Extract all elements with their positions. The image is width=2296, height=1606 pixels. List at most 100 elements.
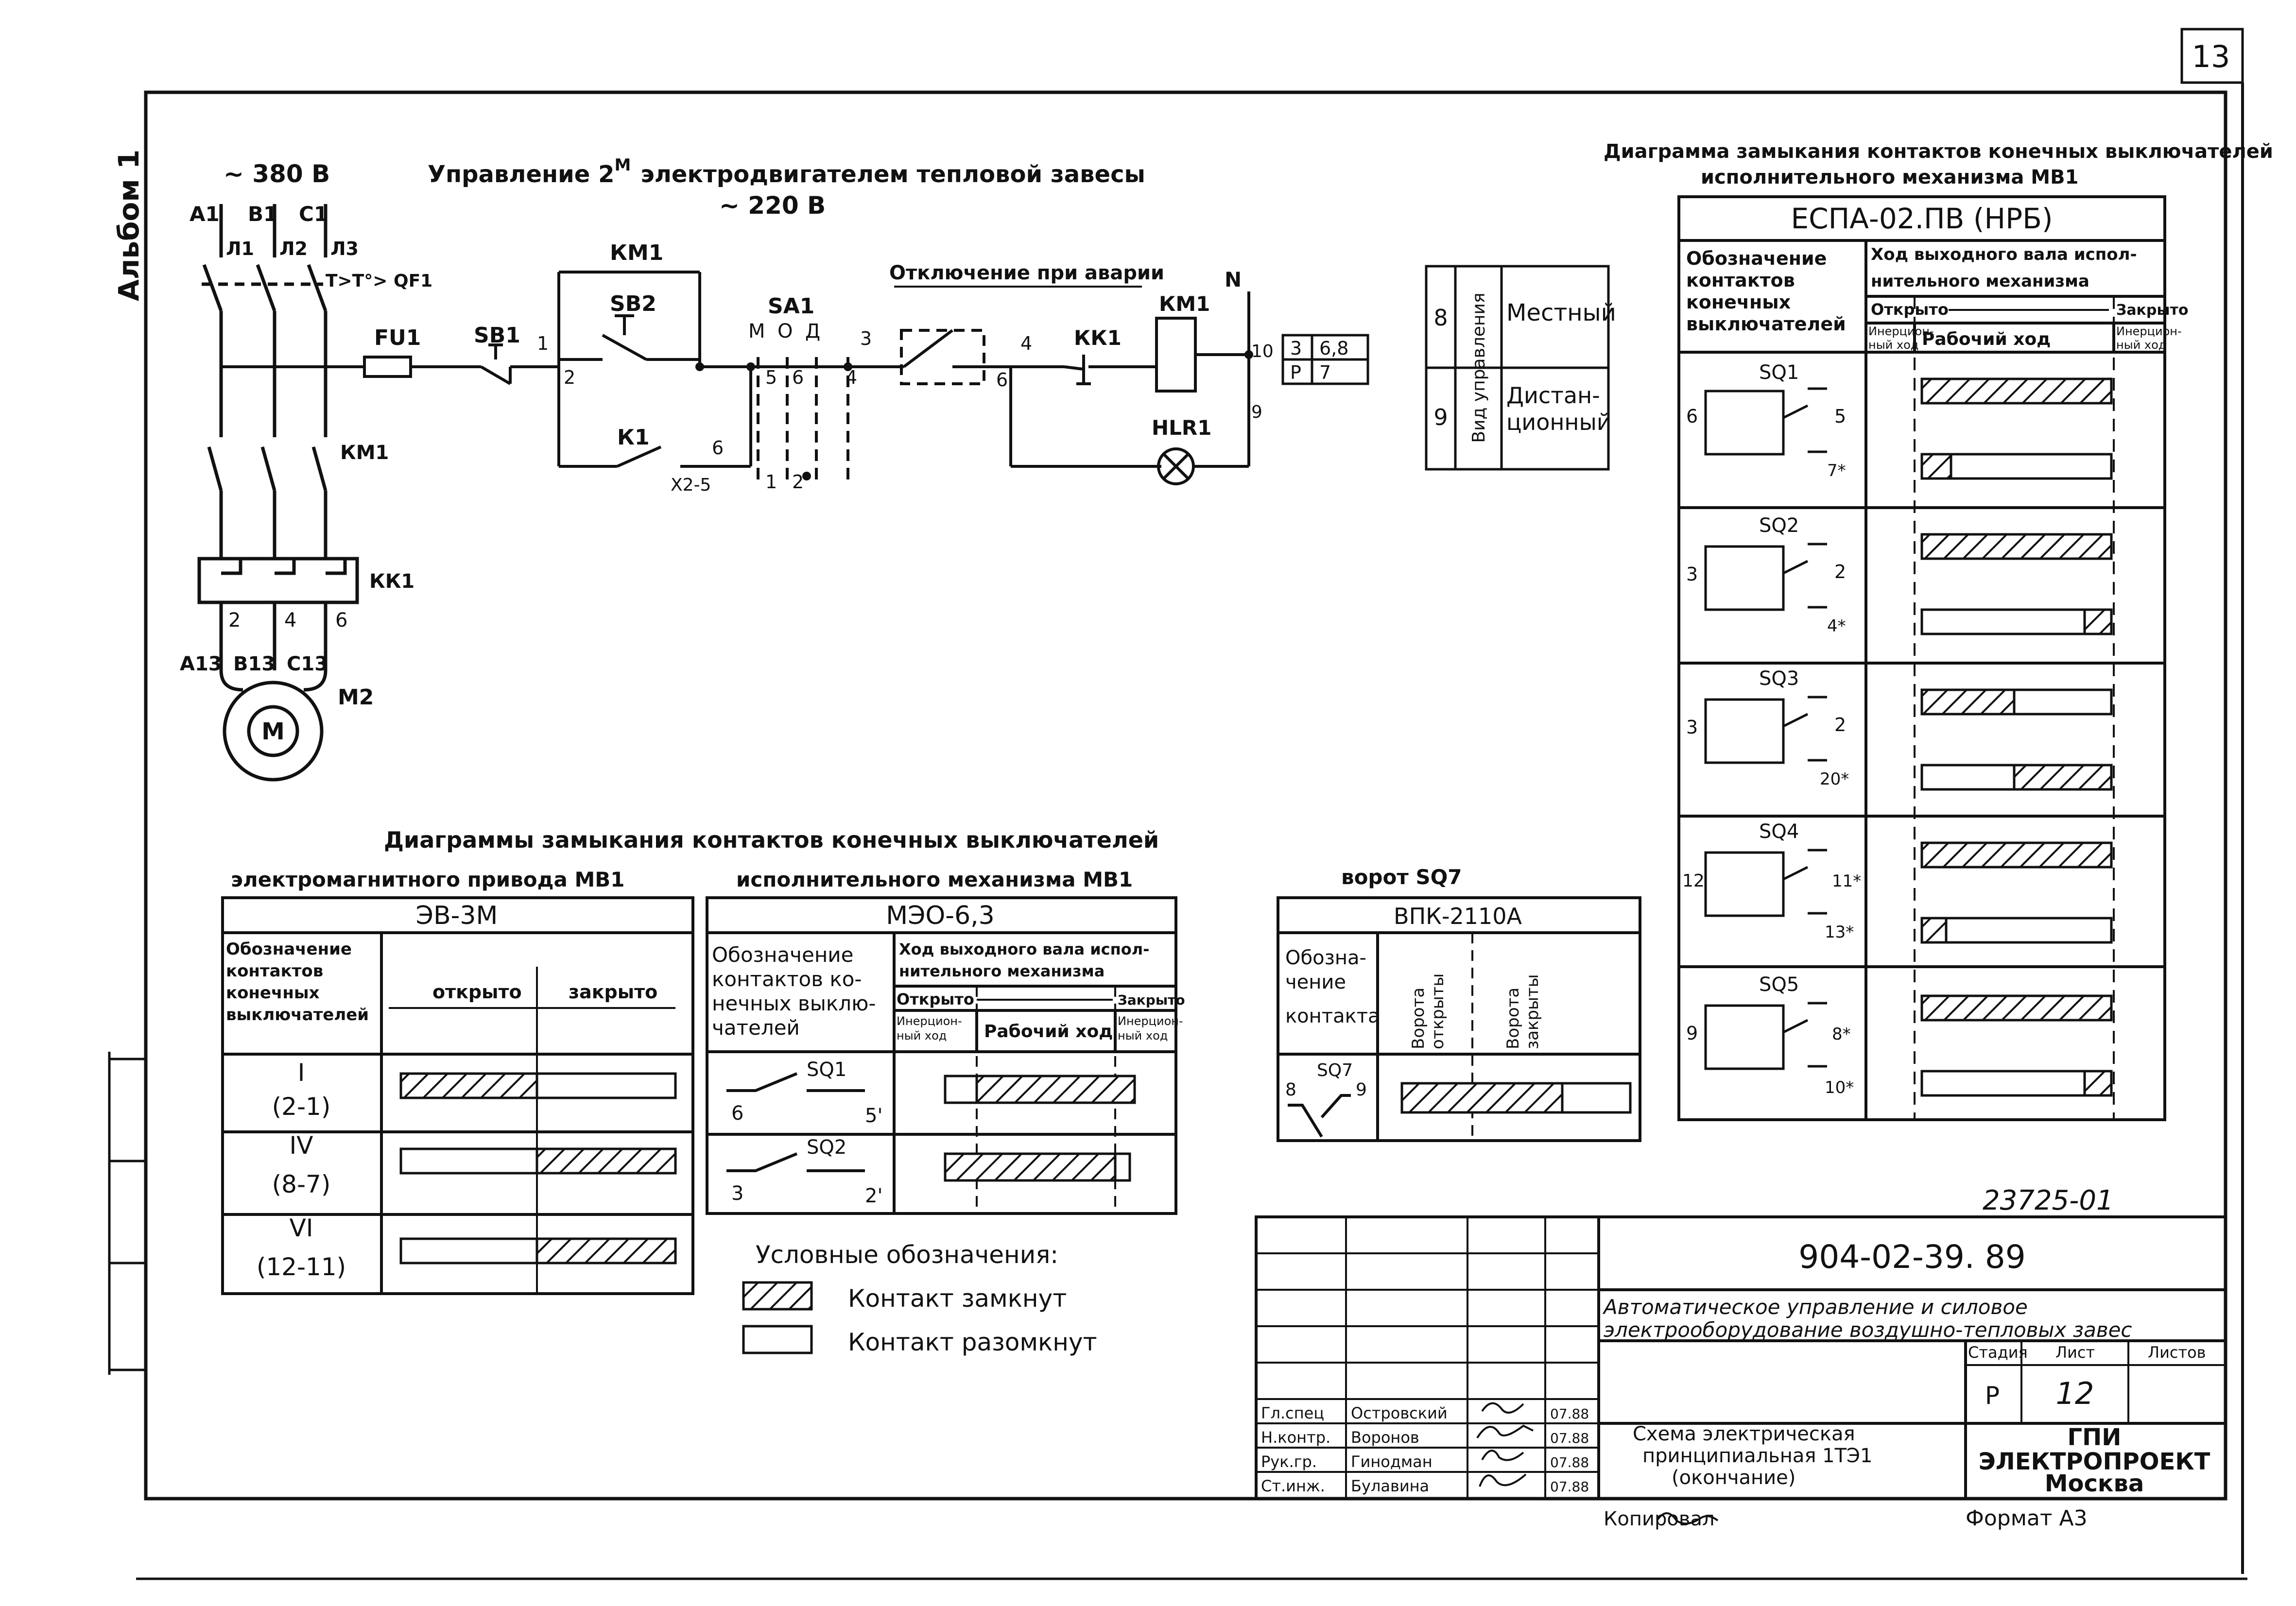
sub-ev: электромагнитного привода МВ1 xyxy=(231,868,624,891)
sub-meo: исполнительного механизма МВ1 xyxy=(736,868,1133,891)
espa-bar-sq2-2 xyxy=(1920,533,2113,560)
espa-bar-sq4-13 xyxy=(1920,917,2113,944)
lead-c13: С13 xyxy=(287,653,328,675)
name-1: Воронов xyxy=(1351,1428,1419,1447)
sheet-header: Лист xyxy=(2055,1343,2095,1362)
role-0: Гл.спец xyxy=(1261,1404,1324,1422)
meo-inertia-right: Инерцион-ный ход xyxy=(1118,1014,1183,1042)
meo-inertia-left: Инерцион-ный ход xyxy=(897,1014,962,1042)
signatures xyxy=(1476,1402,1719,1525)
sa1-term-4: 4 xyxy=(846,367,857,388)
espa-inertia-left: Инерцион-ный ход xyxy=(1868,325,1934,352)
sa1-bottom-2: 2 xyxy=(792,471,804,493)
node-10: 10 xyxy=(1251,342,1274,361)
ev-bar-row2-fill xyxy=(535,1147,677,1175)
vpk-right: 9 xyxy=(1356,1080,1367,1100)
voltage-220: ~ 220 В xyxy=(719,191,826,220)
kk-term-6: 6 xyxy=(335,609,347,632)
espa-sq3-c: 20* xyxy=(1820,769,1849,789)
espa-sq2: SQ2 xyxy=(1759,514,1799,537)
sheet-value: 12 xyxy=(2056,1376,2094,1411)
terminal-x2: Х2-5 xyxy=(671,475,711,495)
espa-title2: исполнительного механизма МВ1 xyxy=(1701,166,2078,188)
date-1: 07.88 xyxy=(1550,1430,1589,1446)
espa-bar-sq1-5 xyxy=(1920,377,2113,405)
title-block: 23725-01 904-02-39. 89 Автоматическ xyxy=(1255,1185,2227,1531)
meo-sq1: SQ1 xyxy=(807,1059,846,1081)
node-9: 9 xyxy=(1251,402,1262,422)
espa-sq2-a: 3 xyxy=(1686,564,1698,585)
vpk-bar-fill xyxy=(1400,1082,1564,1114)
espa-sq1-c: 7* xyxy=(1827,461,1846,480)
lead-a13: А13 xyxy=(180,653,222,675)
voltage-380: ~ 380 В xyxy=(224,160,330,188)
ev-model: ЭВ-3М xyxy=(416,901,498,930)
espa-bar-sq4-11 xyxy=(1920,841,2113,869)
espa-bar-sq1-7-fill xyxy=(1920,453,1952,480)
espa-bar-sq3-20-fill xyxy=(2013,764,2113,791)
espa-sq5-a: 9 xyxy=(1686,1023,1698,1044)
node-1: 1 xyxy=(537,333,549,354)
mode-header: Вид управления xyxy=(1469,292,1489,443)
bottom-diagrams: Диаграммы замыкания контактов конечных в… xyxy=(221,827,1641,1356)
ev-row1-pair: (2-1) xyxy=(272,1093,331,1121)
phase-l3: Л3 xyxy=(330,238,359,259)
mode-num-8: 8 xyxy=(1433,305,1448,331)
espa-sq3: SQ3 xyxy=(1759,667,1799,690)
espa-sq1-b: 5 xyxy=(1834,406,1846,427)
espa-sq1: SQ1 xyxy=(1759,361,1799,384)
phase-b1: В1 xyxy=(248,202,277,226)
vpk-col1: Воротаоткрыты xyxy=(1409,974,1448,1049)
espa-inertia-right: Инерцион-ный ход xyxy=(2116,325,2182,352)
sa1-term-6: 6 xyxy=(792,367,804,388)
switch-sa1: SA1 xyxy=(768,294,814,319)
sa-table-r2c2: 7 xyxy=(1319,362,1331,383)
stage-header: Стадия xyxy=(1968,1343,2028,1362)
bottom-title: Диаграммы замыкания контактов конечных в… xyxy=(384,827,1159,853)
espa-sq4: SQ4 xyxy=(1759,820,1799,843)
espa-closed: Закрыто xyxy=(2116,302,2189,319)
sa-table-r1c1: 3 xyxy=(1290,338,1302,359)
role-3: Ст.инж. xyxy=(1261,1477,1325,1495)
legend-open: Контакт разомкнут xyxy=(848,1328,1097,1356)
sub-vpk: ворот SQ7 xyxy=(1341,865,1462,889)
ev-row3-num: VI xyxy=(290,1214,313,1242)
espa-bar-sq3-2-fill xyxy=(1920,688,2016,716)
mode-local: Местный xyxy=(1506,299,1616,326)
espa-sq4-b: 11* xyxy=(1832,871,1861,891)
espa-sq5: SQ5 xyxy=(1759,974,1799,996)
thermal-contact-kk1: КК1 xyxy=(1074,326,1122,350)
role-2: Рук.гр. xyxy=(1261,1452,1317,1471)
sa1-term-5: 5 xyxy=(765,367,777,388)
ev-bar-row1-fill xyxy=(399,1072,538,1099)
lamp-hlr1: HLR1 xyxy=(1152,416,1211,440)
sheet-frame xyxy=(108,28,2247,1580)
vpk-sq7: SQ7 xyxy=(1317,1060,1353,1080)
button-sb1: SB1 xyxy=(474,323,520,348)
espa-sq2-c: 4* xyxy=(1827,616,1846,636)
phase-c1: С1 xyxy=(299,202,328,226)
neutral-n: N xyxy=(1225,268,1242,291)
espa-sq3-b: 2 xyxy=(1834,714,1846,735)
legend-open-swatch xyxy=(742,1325,813,1354)
espa-sq5-c: 10* xyxy=(1825,1078,1854,1097)
kk-term-2: 2 xyxy=(228,609,241,632)
inventory-number: 23725-01 xyxy=(1983,1185,2114,1216)
espa-work: Рабочий ход xyxy=(1922,329,2051,349)
ev-col-closed: закрыто xyxy=(569,981,657,1003)
page-number: 13 xyxy=(2192,39,2230,74)
espa-sq5-b: 8* xyxy=(1832,1025,1851,1044)
espa-sq3-a: 3 xyxy=(1686,717,1698,738)
contact-km1-top: КМ1 xyxy=(610,240,663,265)
sa1-positions: М О Д xyxy=(748,320,820,342)
meo-work: Рабочий ход xyxy=(984,1022,1113,1042)
fuse-fu1: FU1 xyxy=(374,325,421,350)
